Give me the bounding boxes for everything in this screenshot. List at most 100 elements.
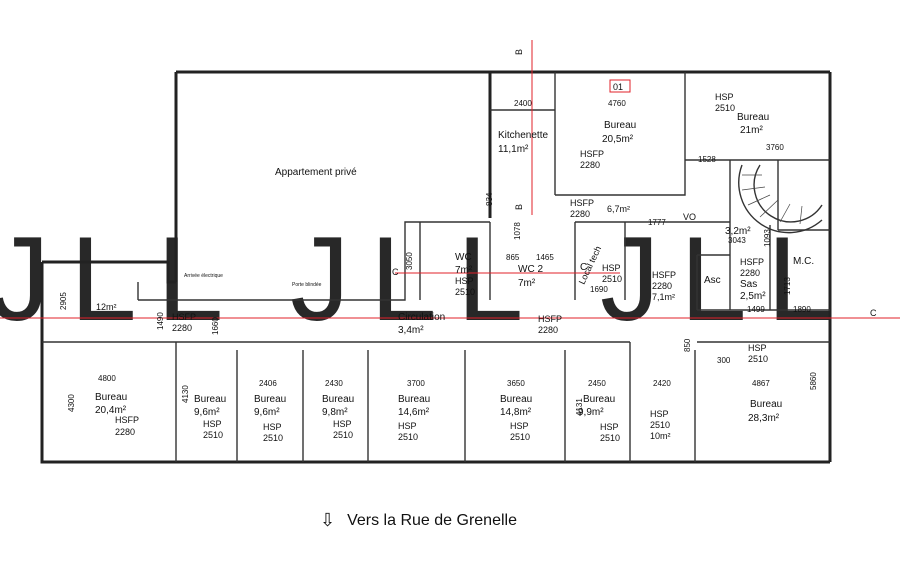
- watermark-text: JLL: [0, 212, 243, 346]
- b2-area: 9,6m²: [194, 407, 220, 418]
- arrivee-label: Arrivée électrique: [184, 273, 223, 279]
- b4-hsp: HSP: [333, 419, 352, 429]
- wc2-area: 7m²: [518, 278, 536, 289]
- dim-3050: 3050: [405, 252, 414, 270]
- section-b-mid: B: [514, 204, 524, 210]
- dim-1690: 1690: [590, 285, 608, 294]
- b9-area: 28,3m²: [748, 413, 780, 424]
- dim-2400: 2400: [514, 99, 532, 108]
- hsfp-mid: HSFP: [570, 198, 594, 208]
- b3-hsp-val: 2510: [263, 433, 283, 443]
- wc1-label: WC: [455, 252, 472, 263]
- bureau-right-hsp-val: 2510: [715, 103, 735, 113]
- walls: [40, 70, 832, 464]
- dim-4800: 4800: [98, 374, 116, 383]
- b1-area: 20,4m²: [95, 405, 127, 416]
- dim-834: 834: [485, 192, 494, 206]
- section-c-right: C: [870, 308, 877, 318]
- circulation-label: Circulation: [398, 312, 445, 323]
- dim-2450: 2450: [588, 379, 606, 388]
- circulation-area: 3,4m²: [398, 325, 424, 336]
- area-71: 7,1m²: [652, 292, 675, 302]
- room-marker: 01: [613, 82, 623, 92]
- kitchenette-area: 11,1m²: [498, 144, 529, 155]
- hsfp-right-val: 2280: [652, 281, 672, 291]
- section-lines: [0, 40, 900, 319]
- wc1-hsp: HSP: [455, 276, 474, 286]
- hsp-right-circ: HSP: [748, 343, 767, 353]
- b6-hsp: HSP: [510, 421, 529, 431]
- bureau-top-hsfp: HSFP: [580, 149, 604, 159]
- dim-3760: 3760: [766, 143, 784, 152]
- dim-2406: 2406: [259, 379, 277, 388]
- b8-area: 10m²: [650, 431, 671, 441]
- b9-label: Bureau: [750, 399, 782, 410]
- wc2-label: WC 2: [518, 264, 543, 275]
- dim-2420: 2420: [653, 379, 671, 388]
- circ-hsfp-left: HSFP: [172, 312, 196, 322]
- circ-hsfp-right: HSFP: [538, 314, 562, 324]
- vo-label: VO: [683, 212, 696, 222]
- section-b-top: B: [514, 49, 524, 55]
- local-hsp: HSP: [602, 263, 621, 273]
- dim-4300: 4300: [67, 394, 76, 412]
- dim-5860: 5860: [809, 372, 818, 390]
- b6-area: 14,8m²: [500, 407, 532, 418]
- hsp-right-circ-val: 2510: [748, 354, 768, 364]
- bureau-right-hsp: HSP: [715, 92, 734, 102]
- street-caption: ⇩ Vers la Rue de Grenelle: [320, 510, 517, 531]
- section-c-left: C: [392, 267, 399, 277]
- kitchenette-label: Kitchenette: [498, 130, 548, 141]
- dim-1499: 1499: [747, 305, 765, 314]
- asc-label: Asc: [704, 275, 721, 286]
- bureau-right-label: Bureau: [737, 112, 769, 123]
- b7-area: 9,9m²: [578, 407, 604, 418]
- porte-label: Porte blindée: [292, 282, 322, 288]
- labels: 01 Appartement privé Kitchenette 11,1m² …: [95, 82, 814, 443]
- b5-hsp: HSP: [398, 421, 417, 431]
- b4-label: Bureau: [322, 394, 354, 405]
- dim-3650: 3650: [507, 379, 525, 388]
- dim-1660: 1660: [211, 317, 220, 335]
- b6-hsp-val: 2510: [510, 432, 530, 442]
- b4-hsp-val: 2510: [333, 430, 353, 440]
- dim-3700: 3700: [407, 379, 425, 388]
- area-32: 3,2m²: [725, 226, 751, 237]
- arrow-down-icon: ⇩: [320, 510, 336, 530]
- dim-4867: 4867: [752, 379, 770, 388]
- caption-text: Vers la Rue de Grenelle: [347, 511, 517, 529]
- hsfp-mid-val: 2280: [570, 209, 590, 219]
- b7-label: Bureau: [583, 394, 615, 405]
- hsfp-right: HSFP: [652, 270, 676, 280]
- dim-2430: 2430: [325, 379, 343, 388]
- b5-area: 14,6m²: [398, 407, 430, 418]
- section-marks: B B C C: [392, 49, 877, 318]
- dim-1093: 1093: [763, 229, 772, 247]
- b2-hsp: HSP: [203, 419, 222, 429]
- watermark: JLL JLL JLL: [0, 212, 853, 346]
- wc-c: C: [580, 262, 587, 273]
- local-hsp-val: 2510: [602, 274, 622, 284]
- wc1-area: 7m²: [455, 265, 473, 276]
- dim-4760: 4760: [608, 99, 626, 108]
- appartement-label: Appartement privé: [275, 167, 357, 178]
- bureau-top-area: 20,5m²: [602, 134, 634, 145]
- b4-area: 9,8m²: [322, 407, 348, 418]
- watermark-text-2: JLL: [290, 212, 543, 346]
- dim-3043: 3043: [728, 236, 746, 245]
- sas-label: Sas: [740, 279, 757, 290]
- watermark-text-3: JLL: [600, 212, 853, 346]
- b2-hsp-val: 2510: [203, 430, 223, 440]
- dim-1078: 1078: [513, 222, 522, 240]
- b5-label: Bureau: [398, 394, 430, 405]
- b5-hsp-val: 2510: [398, 432, 418, 442]
- bureau-top-hsfp-val: 2280: [580, 160, 600, 170]
- dim-1890: 1890: [793, 305, 811, 314]
- circ-hsfp-left-val: 2280: [172, 323, 192, 333]
- b1-label: Bureau: [95, 392, 127, 403]
- wc1-hsp-val: 2510: [455, 287, 475, 297]
- dim-4131: 4131: [575, 398, 584, 416]
- circ-hsfp-right-val: 2280: [538, 325, 558, 335]
- dim-1465: 1465: [536, 253, 554, 262]
